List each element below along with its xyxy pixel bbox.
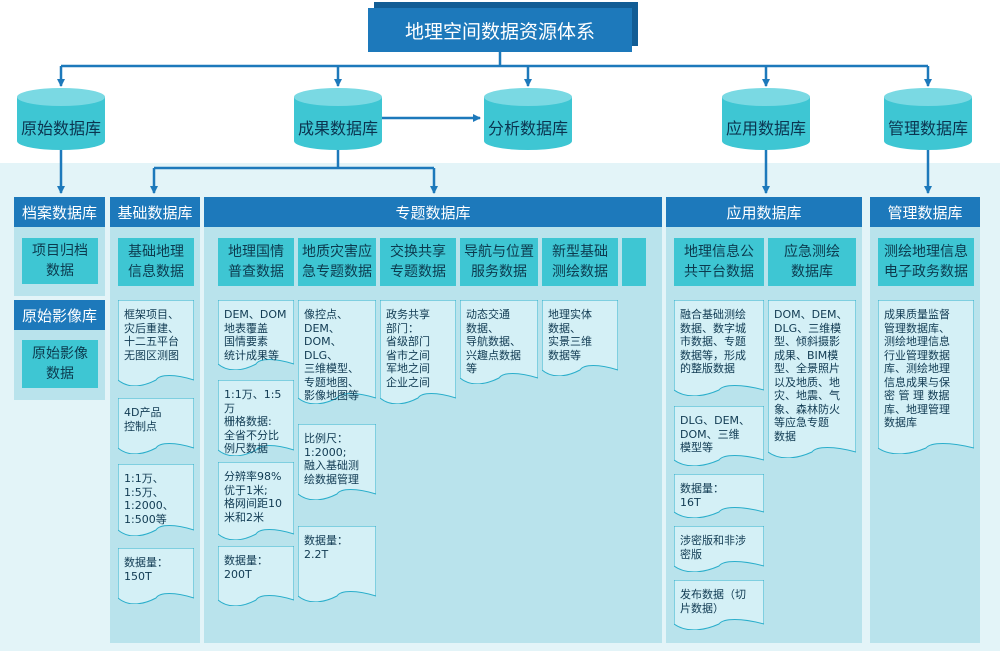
- app-database-label: 应用数据库: [725, 119, 806, 138]
- base-geo-tile: 基础地理 信息数据: [118, 238, 194, 286]
- public-platform-doc-4: 涉密版和非涉 密版: [674, 526, 764, 572]
- result-database-label: 成果数据库: [297, 119, 378, 138]
- base-doc-4: 数据量： 150T: [118, 548, 194, 604]
- mgmt-header: 管理数据库: [870, 197, 980, 227]
- public-platform-doc-3-text: 数据量： 16T: [680, 482, 724, 509]
- base-doc-3-text: 1:1万、 1:5万、 1:2000、 1:500等: [124, 472, 174, 526]
- new-mapping-doc-1: 地理实体 数据、 实景三维 数据等: [542, 300, 618, 376]
- census-doc-1-text: DEM、DOM 地表覆盖 国情要素 统计成果等: [224, 308, 287, 362]
- document-shape: [118, 300, 194, 386]
- document-shape: [218, 380, 294, 456]
- hazard-tile: 地质灾害应 急专题数据: [298, 238, 376, 286]
- app-header: 应用数据库: [666, 197, 862, 227]
- census-doc-4-text: 数据量： 200T: [224, 554, 268, 581]
- public-platform-doc-5: 发布数据（切 片数据）: [674, 580, 764, 630]
- hazard-doc-3: 数据量： 2.2T: [298, 526, 376, 602]
- document-shape: [298, 526, 376, 602]
- document-shape: [118, 398, 194, 454]
- document-shape: [674, 406, 764, 466]
- public-platform-doc-4-text: 涉密版和非涉 密版: [680, 534, 746, 561]
- base-header: 基础数据库: [110, 197, 200, 227]
- archive-header: 档案数据库: [14, 197, 105, 227]
- base-doc-1: 框架项目、 灾后重建、 十二五平台 无图区测图: [118, 300, 194, 386]
- census-doc-2-text: 1:1万、1:5万 栅格数据: 全省不分比 例尺数据: [224, 388, 282, 455]
- exchange-tile: 交换共享 专题数据: [380, 238, 456, 286]
- raw-database-cylinder: 原始数据库: [17, 88, 105, 150]
- document-shape: [380, 300, 456, 404]
- new-mapping-tile: 新型基础 测绘数据: [542, 238, 618, 286]
- exchange-doc-1-text: 政务共享 部门： 省级部门 省市之间 军地之间 企业之间: [386, 308, 430, 389]
- document-shape: [460, 300, 538, 384]
- egov-tile: 测绘地理信息 电子政务数据: [878, 238, 974, 286]
- project-archive-tile: 项目归档 数据: [22, 238, 98, 284]
- hazard-doc-1: 像控点、 DEM、DOM、 DLG、 三维模型、 专题地图、 影像地图等: [298, 300, 376, 404]
- census-doc-1: DEM、DOM 地表覆盖 国情要素 统计成果等: [218, 300, 294, 370]
- document-shape: [674, 474, 764, 518]
- emergency-doc-1: DOM、DEM、 DLG、三维模 型、倾斜摄影 成果、BIM模 型、全景照片 以…: [768, 300, 856, 458]
- document-shape: [218, 300, 294, 370]
- public-platform-doc-2-text: DLG、DEM、 DOM、三维 模型等: [680, 414, 751, 454]
- document-shape: [118, 548, 194, 604]
- navigation-tile: 导航与位置 服务数据: [460, 238, 538, 286]
- census-tile: 地理国情 普查数据: [218, 238, 294, 286]
- hazard-doc-3-text: 数据量： 2.2T: [304, 534, 348, 561]
- hazard-doc-1-text: 像控点、 DEM、DOM、 DLG、 三维模型、 专题地图、 影像地图等: [304, 308, 359, 402]
- result-database-cylinder: 成果数据库: [294, 88, 382, 150]
- document-shape: [218, 462, 294, 540]
- emergency-tile: 应急测绘 数据库: [768, 238, 856, 286]
- document-shape: [674, 580, 764, 630]
- extra-tile: [622, 238, 646, 286]
- exchange-doc-1: 政务共享 部门： 省级部门 省市之间 军地之间 企业之间: [380, 300, 456, 404]
- hazard-doc-2-text: 比例尺： 1:2000; 融入基础测 绘数据管理: [304, 432, 359, 486]
- census-doc-3-text: 分辨率98% 优于1米; 格网间距10 米和2米: [224, 470, 282, 524]
- public-platform-doc-5-text: 发布数据（切 片数据）: [680, 588, 746, 615]
- raw-image-tile: 原始影像 数据: [22, 340, 98, 388]
- navigation-doc-1: 动态交通 数据、 导航数据、 兴趣点数据 等: [460, 300, 538, 384]
- analysis-database-label: 分析数据库: [487, 119, 568, 138]
- root-title-box: 地理空间数据资源体系: [368, 8, 632, 52]
- emergency-doc-1-text: DOM、DEM、 DLG、三维模 型、倾斜摄影 成果、BIM模 型、全景照片 以…: [774, 308, 848, 443]
- document-shape: [674, 526, 764, 572]
- mgmt-database-cylinder: 管理数据库: [884, 88, 972, 150]
- navigation-doc-1-text: 动态交通 数据、 导航数据、 兴趣点数据 等: [466, 308, 521, 375]
- document-shape: [878, 300, 974, 454]
- mgmt-database-label: 管理数据库: [887, 119, 968, 138]
- base-doc-4-text: 数据量： 150T: [124, 556, 168, 583]
- public-platform-doc-1-text: 融合基础测绘 数据、数字城 市数据、专题 数据等，形成 的整版数据: [680, 308, 746, 375]
- base-doc-2: 4D产品 控制点: [118, 398, 194, 454]
- public-platform-doc-2: DLG、DEM、 DOM、三维 模型等: [674, 406, 764, 466]
- egov-doc-1: 成果质量监督 管理数据库、 测绘地理信息 行业管理数据 库、测绘地理 信息成果与…: [878, 300, 974, 454]
- base-doc-2-text: 4D产品 控制点: [124, 406, 162, 433]
- document-shape: [768, 300, 856, 458]
- analysis-database-cylinder: 分析数据库: [484, 88, 572, 150]
- document-shape: [542, 300, 618, 376]
- document-shape: [298, 424, 376, 500]
- document-shape: [118, 464, 194, 536]
- public-platform-doc-1: 融合基础测绘 数据、数字城 市数据、专题 数据等，形成 的整版数据: [674, 300, 764, 396]
- public-platform-tile: 地理信息公 共平台数据: [674, 238, 764, 286]
- document-shape: [218, 546, 294, 606]
- census-doc-2: 1:1万、1:5万 栅格数据: 全省不分比 例尺数据: [218, 380, 294, 456]
- raw-image-header: 原始影像库: [14, 300, 105, 330]
- census-doc-4: 数据量： 200T: [218, 546, 294, 606]
- new-mapping-doc-1-text: 地理实体 数据、 实景三维 数据等: [548, 308, 592, 362]
- document-shape: [674, 300, 764, 396]
- app-database-cylinder: 应用数据库: [722, 88, 810, 150]
- document-shape: [298, 300, 376, 404]
- thematic-header: 专题数据库: [204, 197, 662, 227]
- raw-database-label: 原始数据库: [20, 119, 101, 138]
- public-platform-doc-3: 数据量： 16T: [674, 474, 764, 518]
- base-doc-1-text: 框架项目、 灾后重建、 十二五平台 无图区测图: [124, 308, 179, 362]
- hazard-doc-2: 比例尺： 1:2000; 融入基础测 绘数据管理: [298, 424, 376, 500]
- base-doc-3: 1:1万、 1:5万、 1:2000、 1:500等: [118, 464, 194, 536]
- census-doc-3: 分辨率98% 优于1米; 格网间距10 米和2米: [218, 462, 294, 540]
- egov-doc-1-text: 成果质量监督 管理数据库、 测绘地理信息 行业管理数据 库、测绘地理 信息成果与…: [884, 308, 950, 429]
